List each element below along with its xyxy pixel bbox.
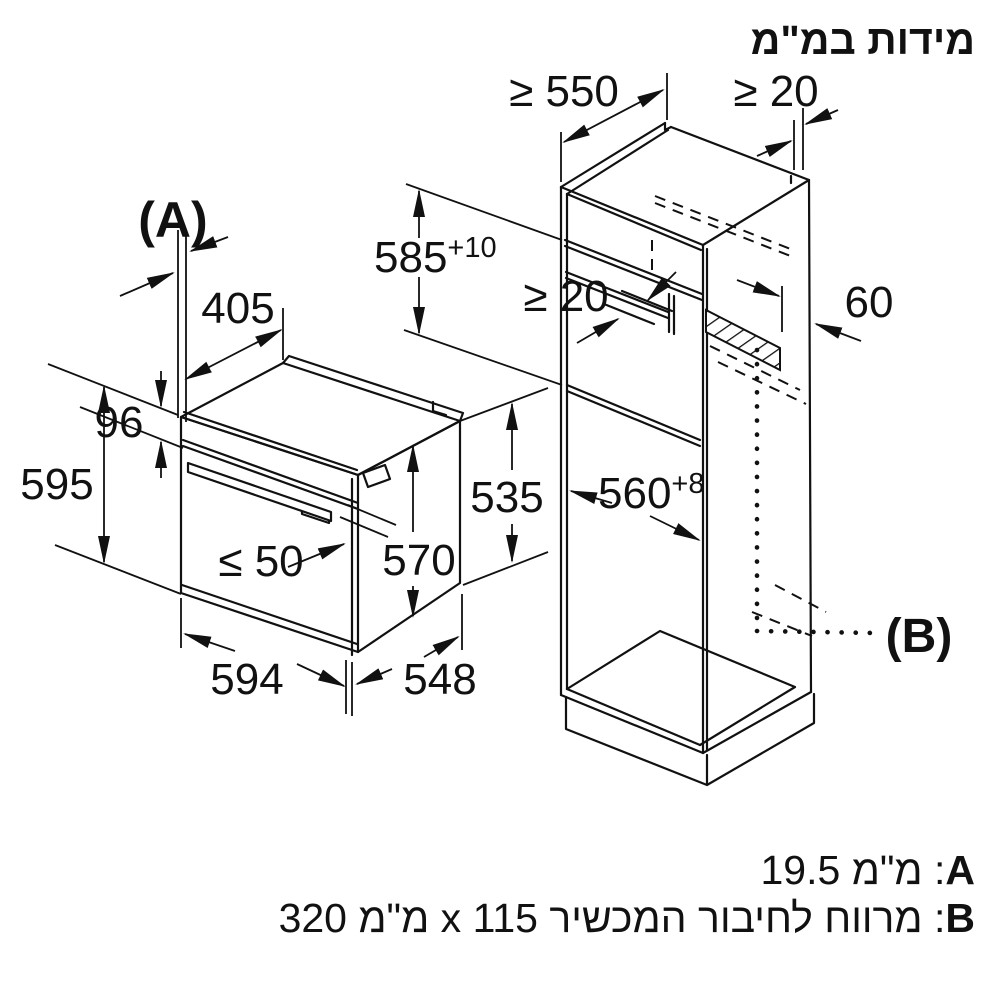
hidden-bottom-back-edges	[751, 584, 827, 637]
dim-548-label: 548	[403, 655, 476, 704]
oven-door-bottom-edge	[180, 583, 359, 646]
dim-594-arrow	[296, 663, 346, 687]
cabinet-label-b: (B)	[886, 610, 953, 663]
cabinet-shelf-underside-edge	[564, 270, 670, 320]
dim-a-extension-lines	[177, 230, 187, 422]
cabinet-front-bottom-edge	[559, 687, 705, 755]
b-reference-dotted-line	[754, 347, 877, 636]
dim-20mid-arrow	[646, 271, 677, 302]
dim-535-extensions	[459, 387, 549, 586]
dim-550-line	[562, 89, 665, 143]
dim-595-label: 595	[20, 460, 93, 509]
cabinet-drawing: ≥ 550 ≥ 20 585+10 ≥ 20 60 560+8 (B)	[374, 67, 953, 787]
dim-405-line	[184, 329, 283, 380]
dim-570-label: 570	[382, 536, 455, 585]
cabinet-top-rear-edge	[669, 125, 811, 185]
dim-a-arrow	[119, 272, 175, 297]
dim-50-label: ≤ 50	[218, 537, 303, 586]
cabinet-right-bottom-edge	[701, 690, 813, 755]
dim-594-arrow	[183, 633, 236, 652]
dim-50-leader	[287, 543, 346, 568]
note-a: מ"מ 19.5 :A	[761, 847, 976, 893]
dim-20top-label: ≥ 20	[733, 67, 818, 116]
oven-top-front-inner-edge	[182, 410, 359, 472]
oven-side-grip-recess	[361, 463, 392, 489]
dim-20top-arrow	[804, 108, 839, 125]
dim-548-arrow	[423, 635, 460, 658]
dim-560-leader	[569, 490, 613, 505]
hidden-duct-lower-edges	[709, 345, 807, 405]
dim-550-extensions	[560, 73, 668, 182]
dim-594-label: 594	[210, 655, 283, 704]
dim-50-extensions	[339, 504, 397, 538]
dim-594-extensions	[180, 598, 353, 716]
dim-560-leader	[649, 515, 701, 541]
note-a-key: A	[945, 847, 975, 893]
connection-area-hatch	[705, 308, 781, 372]
oven-control-panel-bottom-edge	[181, 438, 360, 511]
cabinet-top-rear-notch-left	[663, 121, 673, 132]
dim-535-label: 535	[470, 473, 543, 522]
oven-front-face	[179, 415, 360, 654]
cabinet-right-face-edges	[701, 178, 813, 694]
cabinet-plinth	[564, 692, 816, 787]
dim-60-arrow	[814, 323, 862, 342]
dim-60-label: 60	[845, 278, 894, 327]
dim-595-extension	[54, 544, 182, 595]
dim-405-label: 405	[201, 284, 274, 333]
dim-a-arrow	[189, 236, 229, 252]
dim-20mid-label: ≥ 20	[523, 272, 608, 321]
cabinet-interior-bottom	[565, 629, 797, 747]
oven-rear-rail-notch	[431, 400, 448, 417]
oven-label-a: (A)	[138, 192, 207, 248]
oven-handle-bar	[186, 461, 333, 523]
dim-585-label: 585+10	[374, 232, 497, 282]
dim-60-arrow	[736, 279, 781, 297]
dim-550-label: ≥ 550	[509, 67, 619, 116]
note-b-text: מ"מ 320 x 115 מרווח לחיבור המכשיר :	[279, 895, 946, 941]
cabinet-top-front-edge	[559, 185, 705, 252]
oven-drawing: (A) 405 96 595 ≤ 50 570 535 594	[20, 192, 549, 716]
page-title: מידות במ"מ	[751, 17, 975, 63]
note-b-key: B	[945, 895, 975, 941]
cabinet-niche-bottom-shelf	[565, 383, 702, 448]
dim-20mid-arrow	[576, 317, 620, 344]
cabinet-niche-top-shelf	[563, 238, 704, 302]
dim-20top-extensions	[793, 108, 804, 170]
hidden-top-shelf-back-edge	[654, 195, 794, 258]
dim-560-label: 560+8	[598, 468, 705, 518]
cabinet-top-left-edge	[559, 121, 670, 196]
note-b: מ"מ 320 x 115 מרווח לחיבור המכשיר :B	[279, 895, 975, 941]
dim-20top-arrow	[756, 140, 793, 157]
dim-585-extensions	[403, 183, 563, 386]
cabinet-shelf-rear-step	[667, 292, 676, 336]
dim-96-label: 96	[95, 398, 144, 447]
note-a-text: מ"מ 19.5 :	[761, 847, 946, 893]
dim-548-arrow	[355, 668, 393, 685]
